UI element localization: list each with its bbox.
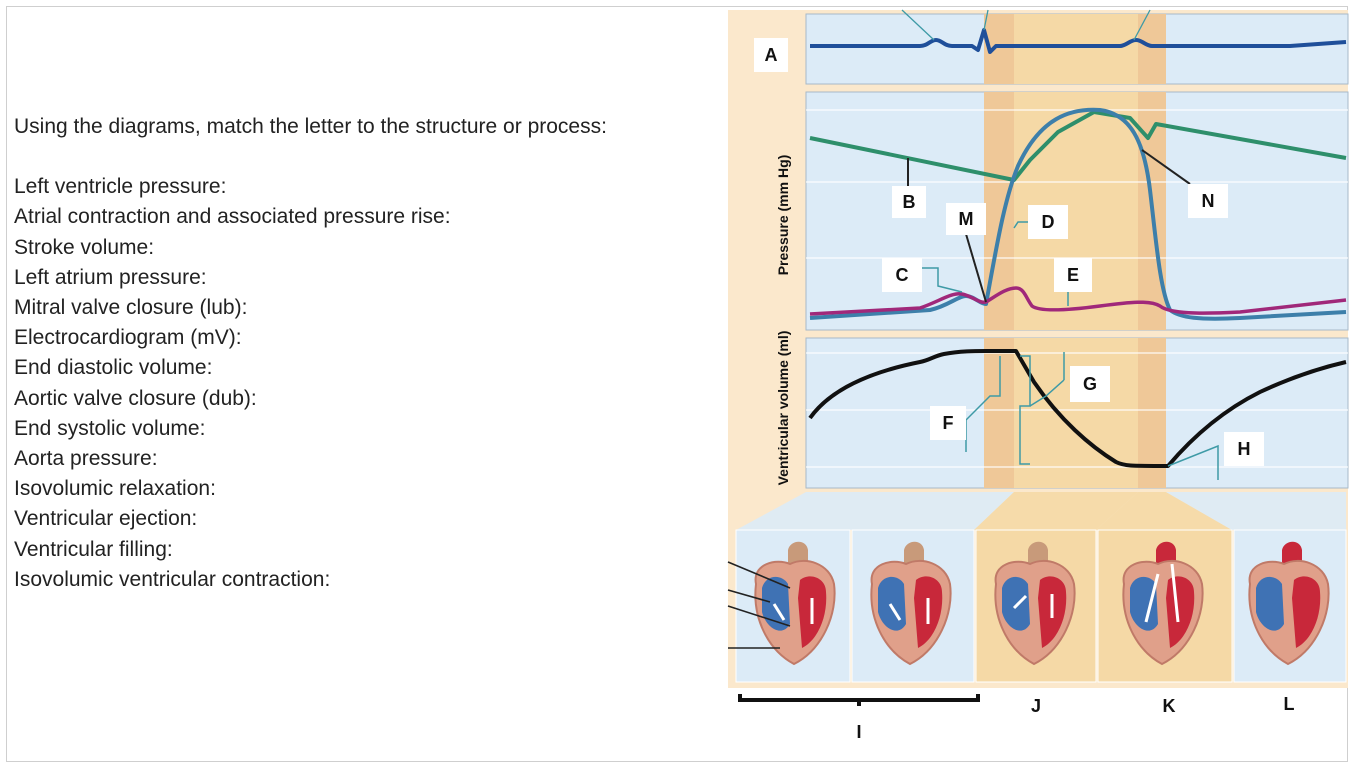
question-item: Aortic valve closure (dub): (14, 386, 257, 410)
question-item: Ventricular ejection: (14, 507, 198, 531)
question-item: Aorta pressure: (14, 447, 158, 471)
heart-illustration (754, 541, 836, 666)
label-A: A (765, 45, 778, 65)
label-G: G (1083, 374, 1097, 394)
aorta-pressure-curve (809, 110, 1347, 182)
teal-leaders (921, 221, 1219, 480)
bracket-I (738, 694, 980, 706)
atrium-pressure-curve (809, 286, 1347, 316)
label-C: C (896, 265, 909, 285)
heart-illustration (1122, 541, 1204, 666)
question-item: Ventricular filling: (14, 537, 173, 561)
label-M: M (959, 209, 974, 229)
question-intro: Using the diagrams, match the letter to … (14, 115, 607, 138)
volume-axis-title: Ventricular volume (ml) (775, 331, 791, 486)
pressure-axis-title: Pressure (mm Hg) (775, 155, 791, 276)
label-K-box (1150, 690, 1188, 722)
label-L: L (1284, 694, 1295, 714)
label-I: I (856, 722, 861, 742)
question-item: End systolic volume: (14, 416, 206, 440)
heart-illustration (870, 541, 952, 666)
heart-leaders (727, 561, 791, 649)
ecg-leaders (901, 9, 1151, 41)
question-item: Electrocardiogram (mV): (14, 326, 242, 350)
label-E: E (1067, 265, 1079, 285)
question-item: Mitral valve closure (lub): (14, 296, 248, 320)
label-J: J (1031, 696, 1041, 716)
question-item: Isovolumic relaxation: (14, 477, 216, 501)
heart-illustration (1248, 541, 1330, 666)
question-item: End diastolic volume: (14, 356, 213, 380)
label-J-box (1018, 690, 1054, 722)
question-item: Atrial contraction and associated pressu… (14, 205, 451, 229)
question-text: Using the diagrams, match the letter to … (14, 112, 714, 595)
question-item: Isovolumic ventricular contraction: (14, 567, 331, 591)
black-leaders (907, 149, 1191, 303)
label-N: N (1202, 191, 1215, 211)
question-item: Left ventricle pressure: (14, 175, 227, 199)
letter-labels: A B M D N C E G F H (754, 38, 1264, 466)
heart-illustration (994, 541, 1076, 666)
question-item: Left atrium pressure: (14, 265, 207, 289)
label-D: D (1042, 212, 1055, 232)
label-H: H (1238, 439, 1251, 459)
question-item: Stroke volume: (14, 235, 155, 259)
label-F: F (943, 413, 954, 433)
volume-curve (808, 349, 1347, 468)
label-B: B (903, 192, 916, 212)
label-K: K (1163, 696, 1176, 716)
label-L-box (1270, 688, 1308, 720)
ecg-trace (810, 28, 1347, 54)
